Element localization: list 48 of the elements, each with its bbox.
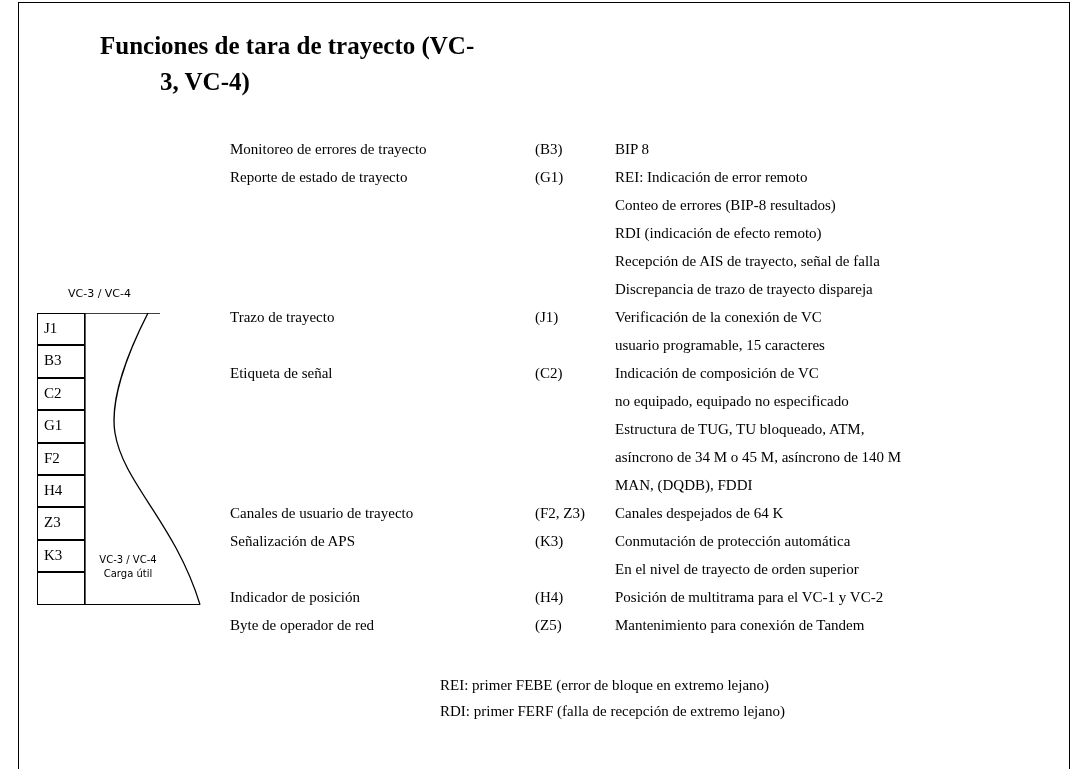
function-description: Conteo de errores (BIP-8 resultados): [615, 196, 836, 214]
function-description: Canales despejados de 64 K: [615, 504, 784, 522]
byte-cell: Z3: [37, 507, 85, 540]
function-description: usuario programable, 15 caracteres: [615, 336, 825, 354]
function-description: Mantenimiento para conexión de Tandem: [615, 616, 865, 634]
function-description: Verificación de la conexión de VC: [615, 308, 822, 326]
empty-cell: [37, 572, 85, 605]
byte-code: (H4): [535, 588, 564, 606]
footnote: REI: primer FEBE (error de bloque en extremo lejano): [440, 676, 770, 694]
title: Funciones de tara de trayecto (VC-3, VC-4): [100, 31, 476, 98]
function-description: REI: Indicación de error remoto: [615, 168, 808, 186]
function-name: Reporte de estado de trayecto: [230, 168, 408, 186]
function-name: Trazo de trayecto: [230, 308, 335, 326]
function-description: Recepción de AIS de trayecto, señal de falla: [615, 252, 880, 270]
byte-code: (B3): [535, 140, 563, 158]
byte-code: (F2, Z3): [535, 504, 585, 522]
function-description: Estructura de TUG, TU bloqueado, ATM,: [615, 420, 865, 438]
byte-code: (K3): [535, 532, 564, 550]
byte-cell: B3: [37, 345, 85, 378]
byte-cell: H4: [37, 475, 85, 508]
function-name: Byte de operador de red: [230, 616, 375, 634]
byte-code: (C2): [535, 364, 563, 382]
byte-cell: G1: [37, 410, 85, 443]
byte-cell: C2: [37, 377, 85, 411]
function-name: Señalización de APS: [230, 532, 355, 550]
byte-cell: K3: [37, 539, 85, 573]
function-name: Indicador de posición: [230, 588, 360, 606]
function-description: Posición de multitrama para el VC-1 y VC-2: [615, 588, 884, 606]
byte-cell: F2: [37, 442, 85, 475]
function-name: Etiqueta de señal: [230, 364, 333, 382]
frame-heading: VC-3 / VC-4: [66, 287, 132, 300]
function-description: asíncrono de 34 M o 45 M, asíncrono de 140 M: [615, 448, 902, 466]
footnote: RDI: primer FERF (falla de recepción de extremo lejano): [440, 702, 785, 720]
byte-code: (J1): [535, 308, 559, 326]
byte-cell: J1: [37, 313, 85, 346]
byte-code: (G1): [535, 168, 564, 186]
function-description: Discrepancia de trazo de trayecto dispareja: [615, 280, 873, 298]
function-description: Conmutación de protección automática: [615, 532, 851, 550]
function-description: En el nivel de trayecto de orden superior: [615, 560, 859, 578]
function-description: no equipado, equipado no especificado: [615, 392, 849, 410]
function-description: BIP 8: [615, 140, 650, 158]
function-description: Indicación de composición de VC: [615, 364, 819, 382]
function-description: RDI (indicación de efecto remoto): [615, 224, 822, 242]
function-name: Canales de usuario de trayecto: [230, 504, 414, 522]
function-description: MAN, (DQDB), FDDI: [615, 476, 753, 494]
payload-label: VC-3 / VC-4 Carga útil: [98, 552, 158, 581]
function-name: Monitoreo de errores de trayecto: [230, 140, 427, 158]
byte-code: (Z5): [535, 616, 562, 634]
